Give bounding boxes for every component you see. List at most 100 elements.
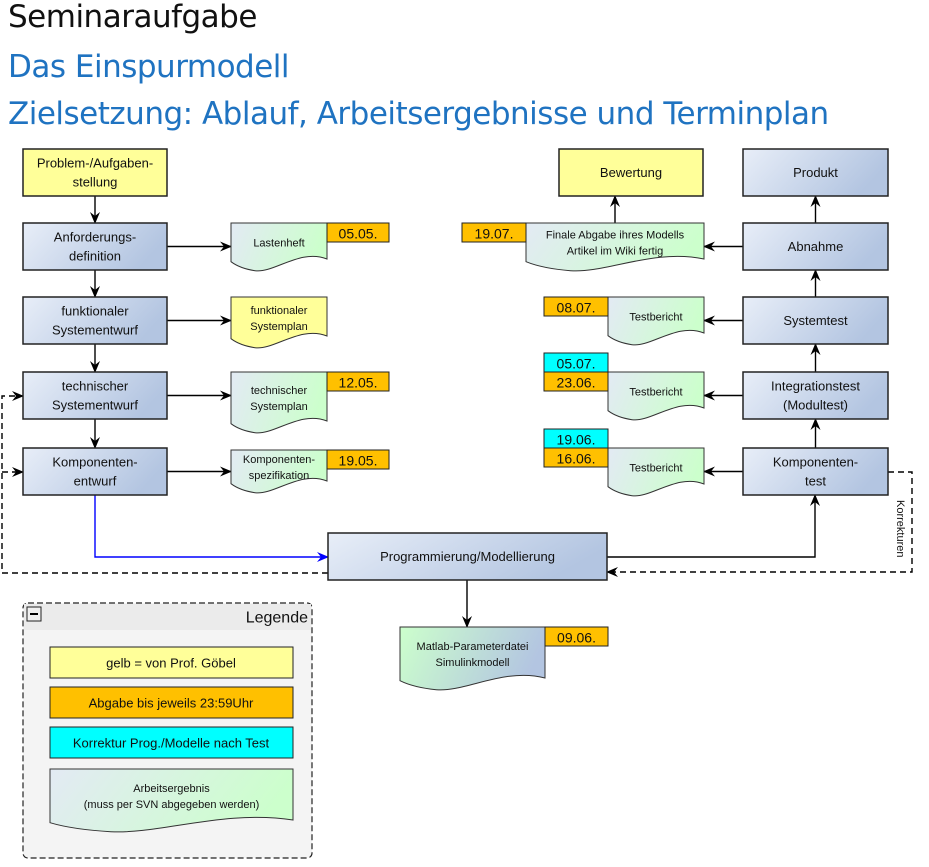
- date-tag-komponentenspezifikation-bg: [326, 449, 390, 470]
- node-produkt-shape: [742, 148, 889, 197]
- korrekturen-label: Korrekturen: [894, 500, 906, 557]
- doc-matlab-label: Simulinkmodell: [436, 657, 510, 669]
- legend-collapse-button[interactable]: [26, 606, 42, 622]
- node-problem-label: stellung: [73, 175, 118, 190]
- legend-doc-item-label: (muss per SVN abgegeben werden): [84, 799, 259, 811]
- doc-funktionaler-systemplan-label: funktionaler: [251, 305, 308, 317]
- doc-testbericht-komponente-label: Testbericht: [629, 463, 682, 475]
- node-bewertung[interactable]: Bewertung: [558, 148, 704, 197]
- nodes: Problem-/Aufgaben-stellungAnforderungs-d…: [22, 148, 889, 691]
- korrekturen-loop: [606, 471, 913, 577]
- slide-subtitle: Das Einspurmodell: [8, 49, 290, 85]
- doc-finale-abgabe-label: Finale Abgabe ihres Modells: [546, 230, 685, 242]
- connectors: Korrekturen: [1, 195, 913, 628]
- date-tag-testbericht-system: 08.07.: [543, 296, 609, 317]
- date-tag-testbericht-komponente-text: 16.06.: [557, 451, 596, 467]
- legend-header: [24, 604, 311, 630]
- doc-lastenheft-shape: [230, 222, 328, 272]
- legend-item-text: Korrektur Prog./Modelle nach Test: [73, 736, 270, 751]
- node-programmierung-shape: [327, 532, 608, 581]
- node-funktional-label: funktionaler: [61, 304, 129, 319]
- legend-item: Korrektur Prog./Modelle nach Test: [49, 726, 294, 759]
- legend-doc-item[interactable]: Arbeitsergebnis (muss per SVN abgegeben w…: [49, 768, 294, 833]
- node-anforderung-label: definition: [69, 249, 121, 264]
- node-anforderung[interactable]: Anforderungs-definition: [22, 222, 168, 271]
- date-tag-testbericht-komponente: 19.06.: [543, 428, 609, 449]
- doc-komponentenspezifikation[interactable]: Komponenten-spezifikation: [230, 449, 328, 494]
- node-anforderung-label: Anforderungs-: [54, 230, 136, 245]
- date-tag-finale-abgabe-bg: [461, 222, 527, 243]
- legend-item-text: Abgabe bis jeweils 23:59Uhr: [89, 696, 254, 711]
- node-anforderung-shape: [22, 222, 168, 271]
- doc-technischer-systemplan-label: technischer: [251, 385, 308, 397]
- node-technisch-label: Systementwurf: [52, 398, 138, 413]
- date-tag-testbericht-integration-text: 05.07.: [557, 356, 596, 372]
- date-tag-testbericht-integration: 05.07.: [543, 352, 609, 373]
- date-tag-technischer-systemplan: 12.05.: [326, 371, 390, 392]
- doc-testbericht-system[interactable]: Testbericht: [607, 296, 705, 346]
- node-programmierung-label: Programmierung/Modellierung: [380, 549, 555, 564]
- doc-matlab-shape: [399, 626, 546, 691]
- date-tag-testbericht-integration-text: 23.06.: [557, 375, 596, 391]
- node-abnahme[interactable]: Abnahme: [742, 222, 889, 271]
- arrow-entwurf-to-programmierung: [94, 495, 329, 562]
- node-technisch-shape: [22, 371, 168, 420]
- legend-item: Abgabe bis jeweils 23:59Uhr: [49, 686, 294, 719]
- doc-testbericht-komponente[interactable]: Testbericht: [607, 447, 705, 497]
- node-komponententest[interactable]: Komponenten-test: [742, 447, 889, 496]
- date-tag-testbericht-komponente-bg: [543, 447, 609, 468]
- node-problem[interactable]: Problem-/Aufgaben-stellung: [22, 148, 168, 197]
- node-produkt-label: Produkt: [793, 165, 838, 180]
- doc-matlab-label: Matlab-Parameterdatei: [417, 641, 529, 653]
- date-tag-technischer-systemplan-bg: [326, 371, 390, 392]
- date-tag-finale-abgabe: 19.07.: [461, 222, 527, 243]
- date-tag-technischer-systemplan-text: 12.05.: [339, 375, 378, 391]
- doc-testbericht-integration-shape: [607, 371, 705, 421]
- korrekturen-return-technisch: [1, 391, 328, 574]
- node-integrationstest-label: Integrationstest: [771, 379, 860, 394]
- date-tag-testbericht-system-bg: [543, 296, 609, 317]
- date-tag-matlab-bg: [544, 626, 609, 647]
- node-komponentenentwurf-label: entwurf: [74, 474, 117, 489]
- node-komponentenentwurf[interactable]: Komponenten-entwurf: [22, 447, 168, 496]
- node-komponentenentwurf-label: Komponenten-: [52, 455, 137, 470]
- date-tag-testbericht-system-text: 08.07.: [557, 300, 596, 316]
- doc-lastenheft[interactable]: Lastenheft: [230, 222, 328, 272]
- legend-swatch: [49, 686, 294, 719]
- node-produkt[interactable]: Produkt: [742, 148, 889, 197]
- node-problem-label: Problem-/Aufgaben-: [37, 156, 153, 171]
- date-tag-lastenheft: 05.05.: [326, 222, 390, 243]
- date-tag-finale-abgabe-text: 19.07.: [475, 226, 514, 242]
- slide-title: Seminaraufgabe: [8, 0, 257, 35]
- node-bewertung-label: Bewertung: [600, 165, 662, 180]
- date-tag-lastenheft-text: 05.05.: [339, 226, 378, 242]
- node-systemtest-label: Systemtest: [783, 313, 848, 328]
- node-komponententest-shape: [742, 447, 889, 496]
- node-bewertung-shape: [558, 148, 704, 197]
- legend-doc-item-label: Arbeitsergebnis: [133, 783, 210, 795]
- legend-title: Legende: [246, 610, 308, 627]
- node-abnahme-label: Abnahme: [788, 239, 844, 254]
- legend-item-text: gelb = von Prof. Göbel: [106, 656, 236, 671]
- doc-testbericht-system-shape: [607, 296, 705, 346]
- legend-item: gelb = von Prof. Göbel: [49, 646, 294, 679]
- legend-swatch: [49, 646, 294, 679]
- date-tag-matlab-text: 09.06.: [557, 630, 596, 646]
- doc-testbericht-system-label: Testbericht: [629, 312, 682, 324]
- doc-testbericht-integration[interactable]: Testbericht: [607, 371, 705, 421]
- node-systemtest[interactable]: Systemtest: [742, 296, 889, 345]
- date-tag-matlab: 09.06.: [544, 626, 609, 647]
- node-integrationstest[interactable]: Integrationstest(Modultest): [742, 371, 889, 420]
- doc-funktionaler-systemplan-shape: [230, 296, 328, 349]
- node-programmierung[interactable]: Programmierung/Modellierung: [327, 532, 608, 581]
- node-funktional-shape: [22, 296, 168, 345]
- doc-testbericht-komponente-shape: [607, 447, 705, 497]
- doc-finale-abgabe-shape: [525, 222, 705, 272]
